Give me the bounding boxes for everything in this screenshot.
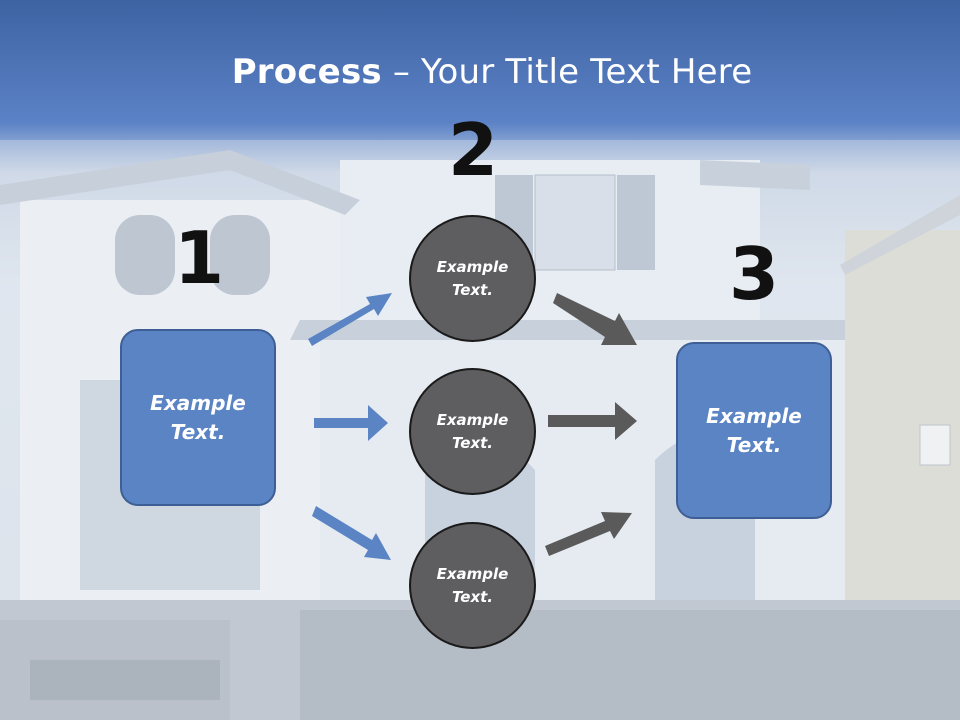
step-2-circle-top[interactable]: Example Text. [409, 215, 536, 342]
step-number-2: 2 [447, 108, 499, 192]
gray-arrow-up [545, 512, 632, 556]
slide-title: Process – Your Title Text Here [0, 52, 960, 92]
step-number-3: 3 [728, 232, 780, 316]
title-bold: Process [231, 52, 382, 92]
step-1-text: Example Text. [150, 390, 246, 444]
title-rest: – Your Title Text Here [381, 52, 753, 92]
blue-arrow-up [308, 293, 392, 346]
circle-top-text: Example Text. [436, 257, 509, 299]
step-1-box[interactable]: Example Text. [120, 329, 276, 506]
step-3-box[interactable]: Example Text. [676, 342, 832, 519]
step-2-circle-bottom[interactable]: Example Text. [409, 522, 536, 649]
gray-arrow-middle [548, 402, 637, 440]
gray-arrow-down [553, 293, 637, 345]
circle-middle-text: Example Text. [436, 410, 509, 452]
circle-bottom-text: Example Text. [436, 564, 509, 606]
step-number-1: 1 [173, 216, 225, 300]
blue-arrow-middle [314, 405, 388, 441]
blue-arrow-down [312, 506, 391, 560]
step-3-text: Example Text. [706, 403, 802, 457]
step-2-circle-middle[interactable]: Example Text. [409, 368, 536, 495]
